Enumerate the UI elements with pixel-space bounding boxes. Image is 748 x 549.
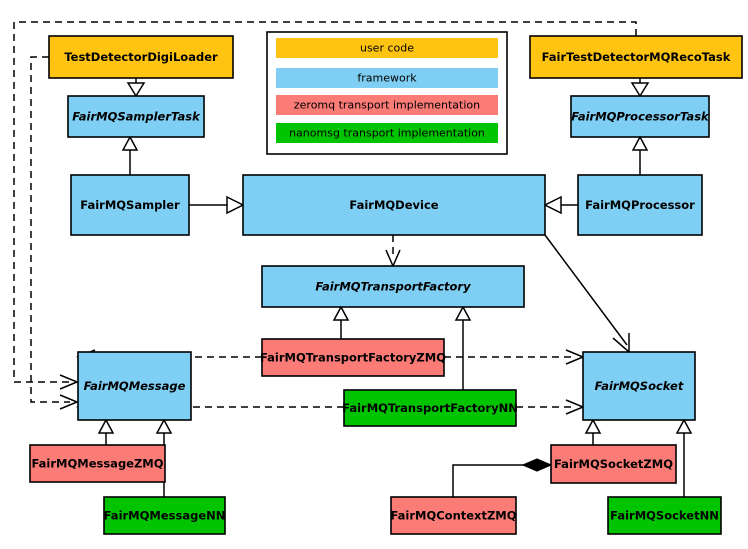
class-box-FairMQDevice[interactable] xyxy=(242,174,546,236)
edge-processor-processortask xyxy=(631,135,649,175)
legend-swatch-user-code xyxy=(276,38,498,58)
class-name-FairMQSocket: FairMQSocket xyxy=(595,379,684,393)
edge-device-transportfactory xyxy=(385,235,401,268)
legend: user code framework zeromq transport imp… xyxy=(266,31,508,155)
class-name-FairMQTransportFactory: FairMQTransportFactory xyxy=(315,280,471,294)
edge-tfzmq-transportfactory xyxy=(332,305,350,339)
class-box-FairMQSampler[interactable] xyxy=(70,174,190,236)
edge-messagezmq-message xyxy=(97,418,115,445)
class-name-FairMQTransportFactoryNN: FairMQTransportFactoryNN xyxy=(342,401,518,415)
class-name-FairMQProcessorTask: FairMQProcessorTask xyxy=(571,110,710,124)
legend-label-user-code: user code xyxy=(360,42,414,55)
class-box-TestDetectorDigiLoader[interactable] xyxy=(48,35,234,79)
edge-socketzmq-socket xyxy=(584,418,602,445)
edge-tfzmq-socket xyxy=(444,349,585,365)
class-box-FairMQSocketZMQ[interactable] xyxy=(550,444,677,484)
class-node-FairMQTransportFactoryZMQ[interactable]: FairMQTransportFactoryZMQ xyxy=(260,338,446,377)
class-node-FairMQSocketZMQ[interactable]: FairMQSocketZMQ xyxy=(550,444,677,484)
class-box-FairMQProcessorTask[interactable] xyxy=(570,95,710,138)
edge-device-socket xyxy=(544,234,630,354)
edge-digiloader-samplertask xyxy=(126,78,146,98)
legend-swatch-nanomsg xyxy=(276,123,498,143)
edge-tfnn-socket xyxy=(516,399,585,415)
edge-processor-device xyxy=(543,195,578,215)
class-node-FairMQTransportFactoryNN[interactable]: FairMQTransportFactoryNN xyxy=(342,389,518,427)
edge-sampler-samplertask xyxy=(121,135,139,175)
class-box-FairMQMessage[interactable] xyxy=(77,351,192,421)
edge-socketnn-socket xyxy=(675,418,693,497)
legend-swatch-framework xyxy=(276,68,498,88)
class-box-FairMQSocket[interactable] xyxy=(582,351,696,421)
edge-tfnn-transportfactory xyxy=(454,305,472,390)
class-box-FairMQSamplerTask[interactable] xyxy=(67,95,205,138)
edge-sampler-device xyxy=(189,195,245,215)
class-box-FairMQTransportFactoryZMQ[interactable] xyxy=(261,338,445,377)
edge-socketzmq-contextzmq xyxy=(452,458,553,497)
class-box-FairMQSocketNN[interactable] xyxy=(607,496,722,535)
legend-label-framework: framework xyxy=(357,72,417,85)
class-name-FairMQSamplerTask: FairMQSamplerTask xyxy=(72,110,201,124)
class-node-FairMQProcessor[interactable]: FairMQProcessor xyxy=(577,174,703,236)
class-box-FairMQContextZMQ[interactable] xyxy=(390,496,517,535)
class-name-FairTestDetectorMQRecoTask: FairTestDetectorMQRecoTask xyxy=(542,50,731,64)
class-box-FairMQMessageNN[interactable] xyxy=(103,496,226,535)
class-box-FairTestDetectorMQRecoTask[interactable] xyxy=(529,35,743,79)
class-node-FairMQTransportFactory[interactable]: FairMQTransportFactory xyxy=(261,265,525,308)
class-node-FairMQProcessorTask[interactable]: FairMQProcessorTask xyxy=(570,95,710,138)
class-box-FairMQTransportFactoryNN[interactable] xyxy=(343,389,517,427)
class-name-FairMQSampler: FairMQSampler xyxy=(80,198,180,212)
class-node-TestDetectorDigiLoader[interactable]: TestDetectorDigiLoader xyxy=(48,35,234,79)
class-node-FairMQSocket[interactable]: FairMQSocket xyxy=(582,351,696,421)
class-node-FairMQSocketNN[interactable]: FairMQSocketNN xyxy=(607,496,722,535)
class-node-FairMQDevice[interactable]: FairMQDevice xyxy=(242,174,546,236)
class-box-FairMQMessageZMQ[interactable] xyxy=(29,444,166,483)
edge-recotask-processortask xyxy=(630,78,650,98)
edge-digiloader-to-message xyxy=(30,56,79,410)
class-node-FairMQMessageNN[interactable]: FairMQMessageNN xyxy=(103,496,226,535)
class-name-FairMQMessageNN: FairMQMessageNN xyxy=(104,509,226,523)
nodes-layer: TestDetectorDigiLoaderFairMQSamplerTaskF… xyxy=(29,35,743,535)
class-node-FairTestDetectorMQRecoTask[interactable]: FairTestDetectorMQRecoTask xyxy=(529,35,743,79)
legend-label-nanomsg: nanomsg transport implementation xyxy=(289,127,485,140)
class-node-FairMQContextZMQ[interactable]: FairMQContextZMQ xyxy=(390,496,517,535)
class-node-FairMQMessageZMQ[interactable]: FairMQMessageZMQ xyxy=(29,444,166,483)
class-name-FairMQMessage: FairMQMessage xyxy=(84,379,186,393)
class-name-FairMQProcessor: FairMQProcessor xyxy=(585,198,695,212)
legend-swatch-zeromq xyxy=(276,95,498,115)
class-node-FairMQSampler[interactable]: FairMQSampler xyxy=(70,174,190,236)
class-node-FairMQMessage[interactable]: FairMQMessage xyxy=(77,351,192,421)
class-name-FairMQContextZMQ: FairMQContextZMQ xyxy=(390,509,516,523)
class-name-FairMQMessageZMQ: FairMQMessageZMQ xyxy=(31,457,163,471)
class-box-FairMQProcessor[interactable] xyxy=(577,174,703,236)
class-name-FairMQTransportFactoryZMQ: FairMQTransportFactoryZMQ xyxy=(260,351,446,365)
class-name-FairMQDevice: FairMQDevice xyxy=(349,198,438,212)
class-name-FairMQSocketNN: FairMQSocketNN xyxy=(610,509,719,523)
class-name-FairMQSocketZMQ: FairMQSocketZMQ xyxy=(554,457,673,471)
class-box-FairMQTransportFactory[interactable] xyxy=(261,265,525,308)
edge-recotask-to-message xyxy=(13,21,637,390)
class-name-TestDetectorDigiLoader: TestDetectorDigiLoader xyxy=(64,50,218,64)
legend-label-zeromq: zeromq transport implementation xyxy=(294,99,480,112)
class-node-FairMQSamplerTask[interactable]: FairMQSamplerTask xyxy=(67,95,205,138)
